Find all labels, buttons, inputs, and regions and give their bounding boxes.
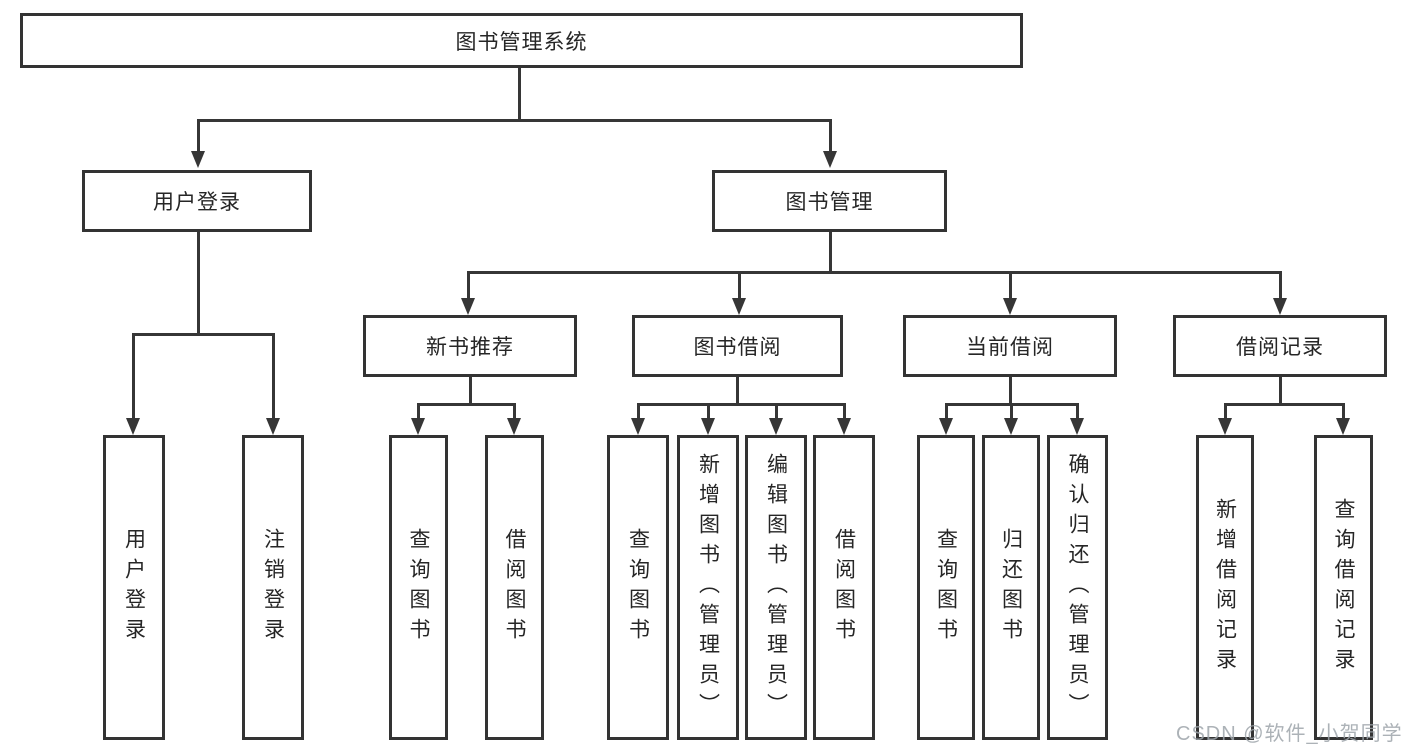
arrowhead-br-add bbox=[701, 418, 715, 435]
connector-root-drop-left bbox=[197, 119, 200, 153]
csdn-watermark: CSDN @软件_小贺同学 bbox=[1176, 723, 1403, 745]
arrowhead-user-login bbox=[191, 151, 205, 168]
arrowhead-borrowing bbox=[732, 298, 746, 315]
arrowhead-rec-add bbox=[1218, 418, 1232, 435]
leaf-rec-add-record: 新增借阅记录 bbox=[1196, 435, 1254, 740]
node-book-mgmt-label: 图书管理 bbox=[785, 191, 874, 214]
connector-new-books-stem bbox=[469, 377, 472, 405]
connector-records-hbar bbox=[1224, 403, 1345, 406]
connector-new-books-drop-1 bbox=[417, 403, 420, 419]
arrowhead-cur-confirm bbox=[1070, 418, 1084, 435]
connector-records-drop-1 bbox=[1224, 403, 1227, 419]
connector-current-drop-2 bbox=[1010, 403, 1013, 419]
leaf-nb-borrow-books-label: 借阅图书 bbox=[503, 527, 526, 648]
connector-root-stem bbox=[518, 68, 521, 120]
connector-records-stem bbox=[1279, 377, 1282, 405]
leaf-nb-query-books: 查询图书 bbox=[389, 435, 448, 740]
connector-book-mgmt-hbar bbox=[467, 271, 1281, 274]
connector-borrowing-drop-1 bbox=[637, 403, 640, 419]
leaf-rec-query-record-label: 查询借阅记录 bbox=[1332, 497, 1355, 678]
arrowhead-nb-borrow bbox=[507, 418, 521, 435]
connector-root-drop-right bbox=[829, 119, 832, 153]
connector-new-books-drop-2 bbox=[513, 403, 516, 419]
arrowhead-records bbox=[1273, 298, 1287, 315]
arrowhead-book-mgmt bbox=[823, 151, 837, 168]
connector-book-mgmt-drop-4 bbox=[1279, 271, 1282, 301]
connector-current-drop-1 bbox=[945, 403, 948, 419]
leaf-br-edit-books-admin-label: 编辑图书（管理员） bbox=[764, 452, 788, 723]
leaf-br-edit-books-admin: 编辑图书（管理员） bbox=[745, 435, 807, 740]
connector-user-login-drop-2 bbox=[272, 333, 275, 419]
node-new-books-label: 新书推荐 bbox=[426, 336, 514, 359]
node-book-mgmt: 图书管理 bbox=[712, 170, 947, 232]
leaf-user-login: 用户登录 bbox=[103, 435, 165, 740]
node-root-label: 图书管理系统 bbox=[455, 30, 588, 54]
leaf-rec-add-record-label: 新增借阅记录 bbox=[1213, 497, 1237, 678]
leaf-cur-confirm-return-admin-label: 确认归还（管理员） bbox=[1066, 452, 1089, 723]
connector-user-login-drop-1 bbox=[132, 333, 135, 419]
connector-new-books-hbar bbox=[417, 403, 516, 406]
leaf-br-borrow-books: 借阅图书 bbox=[813, 435, 875, 740]
connector-current-drop-3 bbox=[1076, 403, 1079, 419]
node-current-borrow: 当前借阅 bbox=[903, 315, 1117, 377]
arrowhead-current bbox=[1003, 298, 1017, 315]
connector-book-mgmt-drop-3 bbox=[1009, 271, 1012, 301]
connector-borrowing-drop-3 bbox=[775, 403, 778, 419]
leaf-cur-query-books-label: 查询图书 bbox=[934, 527, 958, 648]
arrowhead-br-query bbox=[631, 418, 645, 435]
node-new-books: 新书推荐 bbox=[363, 315, 577, 377]
leaf-cur-query-books: 查询图书 bbox=[917, 435, 975, 740]
connector-borrowing-stem bbox=[736, 377, 739, 405]
leaf-nb-query-books-label: 查询图书 bbox=[407, 527, 430, 648]
leaf-user-login-label: 用户登录 bbox=[122, 527, 146, 648]
leaf-rec-query-record: 查询借阅记录 bbox=[1314, 435, 1373, 740]
connector-borrowing-drop-4 bbox=[843, 403, 846, 419]
arrowhead-nb-query bbox=[411, 418, 425, 435]
connector-user-login-hbar bbox=[132, 333, 274, 336]
leaf-logout: 注销登录 bbox=[242, 435, 304, 740]
leaf-br-add-books-admin-label: 新增图书（管理员） bbox=[696, 452, 720, 723]
leaf-br-add-books-admin: 新增图书（管理员） bbox=[677, 435, 739, 740]
leaf-cur-return-books-label: 归还图书 bbox=[999, 527, 1023, 648]
connector-user-login-stem bbox=[197, 232, 200, 336]
leaf-nb-borrow-books: 借阅图书 bbox=[485, 435, 544, 740]
connector-borrowing-drop-2 bbox=[707, 403, 710, 419]
arrowhead-cur-query bbox=[939, 418, 953, 435]
arrowhead-br-borrow bbox=[837, 418, 851, 435]
connector-book-mgmt-stem bbox=[829, 232, 832, 274]
leaf-cur-return-books: 归还图书 bbox=[982, 435, 1040, 740]
leaf-cur-confirm-return-admin: 确认归还（管理员） bbox=[1047, 435, 1108, 740]
connector-current-stem bbox=[1009, 377, 1012, 405]
node-borrowing-label: 图书借阅 bbox=[693, 336, 782, 359]
node-user-login: 用户登录 bbox=[82, 170, 312, 232]
leaf-br-borrow-books-label: 借阅图书 bbox=[832, 527, 856, 648]
node-borrow-records: 借阅记录 bbox=[1173, 315, 1387, 377]
node-borrowing: 图书借阅 bbox=[632, 315, 843, 377]
arrowhead-leaf-logout bbox=[266, 418, 280, 435]
arrowhead-cur-return bbox=[1004, 418, 1018, 435]
node-root: 图书管理系统 bbox=[20, 13, 1023, 68]
node-user-login-label: 用户登录 bbox=[153, 191, 241, 214]
leaf-br-query-books: 查询图书 bbox=[607, 435, 669, 740]
arrowhead-leaf-login bbox=[126, 418, 140, 435]
connector-records-drop-2 bbox=[1342, 403, 1345, 419]
leaf-logout-label: 注销登录 bbox=[261, 527, 285, 648]
arrowhead-rec-query bbox=[1336, 418, 1350, 435]
connector-root-hbar bbox=[197, 119, 831, 122]
leaf-br-query-books-label: 查询图书 bbox=[626, 527, 650, 648]
node-current-borrow-label: 当前借阅 bbox=[966, 336, 1054, 359]
arrowhead-br-edit bbox=[769, 418, 783, 435]
arrowhead-new-books bbox=[461, 298, 475, 315]
connector-book-mgmt-drop-1 bbox=[467, 271, 470, 301]
connector-borrowing-hbar bbox=[637, 403, 845, 406]
node-borrow-records-label: 借阅记录 bbox=[1236, 336, 1324, 359]
connector-book-mgmt-drop-2 bbox=[738, 271, 741, 301]
